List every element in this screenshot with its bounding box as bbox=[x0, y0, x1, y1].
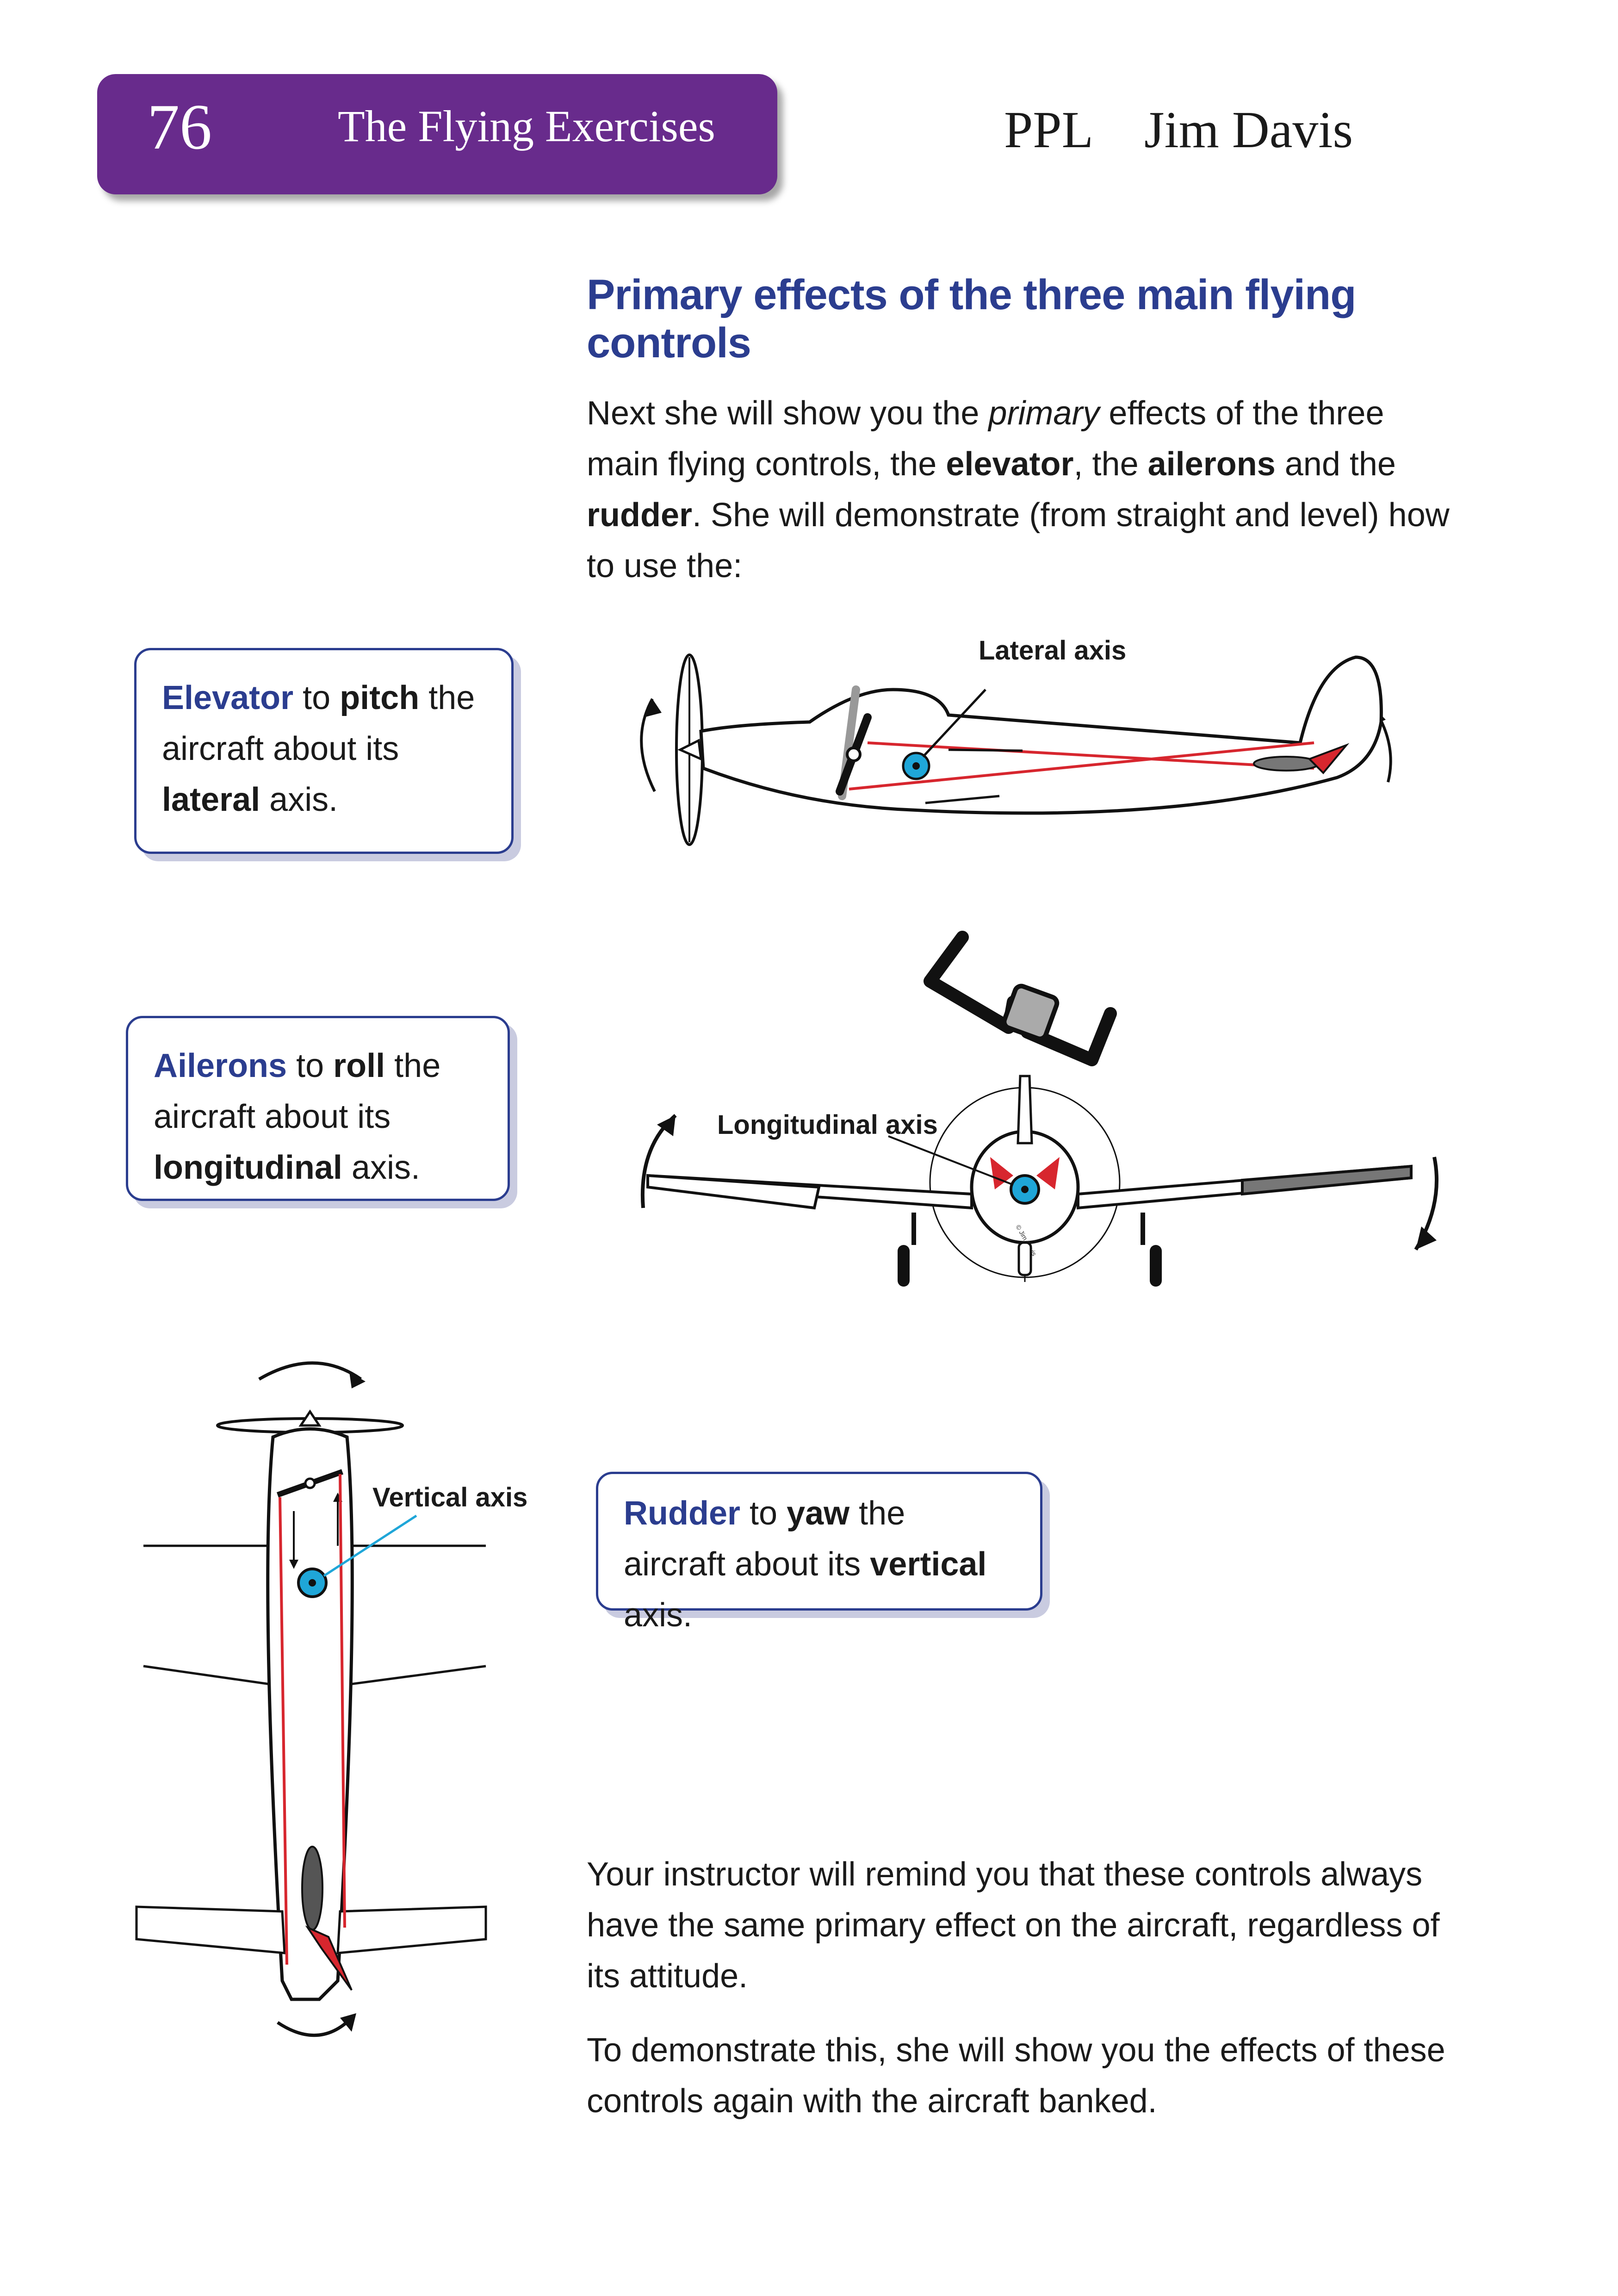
tailplane bbox=[135, 1905, 286, 1954]
lateral-axis-leader bbox=[922, 689, 986, 758]
term-rudder: rudder bbox=[587, 497, 693, 534]
wing-trailing-edge-right bbox=[347, 1665, 486, 1686]
roll-arrowhead-right bbox=[1416, 1226, 1437, 1250]
lateral-axis-label: Lateral axis bbox=[979, 635, 1126, 666]
cowling-red-left bbox=[990, 1157, 1013, 1189]
control-cable-upper bbox=[867, 741, 1314, 770]
rudder-cable-left bbox=[279, 1497, 288, 1965]
text-run: , the bbox=[1073, 446, 1148, 483]
axis-center-dot bbox=[912, 762, 920, 770]
rudder-surface bbox=[305, 1925, 353, 1991]
yaw-arrow-bottom bbox=[277, 2016, 353, 2037]
axis-word: longitudinal bbox=[154, 1149, 342, 1186]
text-run: the aircraft about its bbox=[162, 679, 475, 767]
closing-paragraph-2: To demonstrate this, she will show you t… bbox=[587, 2032, 1445, 2120]
left-wheel bbox=[898, 1245, 910, 1287]
top-view-aircraft-diagram: Vertical axis bbox=[135, 1361, 527, 2037]
roll-arrowhead-left bbox=[657, 1115, 676, 1136]
fuselage-outline bbox=[699, 655, 1383, 815]
pivot-icon bbox=[846, 747, 862, 762]
elevator-callout: Elevator to pitch the aircraft about its… bbox=[134, 648, 514, 854]
chapter-header-tab: 76 The Flying Exercises bbox=[97, 74, 777, 194]
text-run: to bbox=[293, 679, 340, 716]
right-wheel bbox=[1150, 1245, 1162, 1287]
pedal-arrowhead-down bbox=[289, 1560, 298, 1569]
spinner bbox=[677, 739, 703, 761]
text-run: effects of the three main flying control… bbox=[587, 395, 1384, 483]
rudder-cable-right bbox=[339, 1474, 346, 1928]
text-run: and the bbox=[1275, 446, 1396, 483]
text-run: axis. bbox=[260, 781, 338, 818]
axis-center-dot bbox=[1021, 1186, 1029, 1193]
chapter-title: The Flying Exercises bbox=[338, 101, 715, 151]
action-word: pitch bbox=[340, 679, 420, 716]
yaw-arrowhead-top bbox=[349, 1372, 366, 1388]
pitch-arrow-left bbox=[640, 698, 656, 792]
yaw-arrow-top bbox=[258, 1361, 362, 1381]
closing-paragraph-1: Your instructor will remind you that the… bbox=[587, 1856, 1440, 1995]
spinner bbox=[298, 1409, 322, 1427]
control-cable-lower bbox=[849, 741, 1314, 790]
elevator-surface bbox=[1308, 743, 1350, 774]
page-number: 76 bbox=[147, 91, 212, 163]
vertical-axis-label: Vertical axis bbox=[372, 1482, 527, 1512]
left-aileron bbox=[646, 1174, 821, 1210]
action-word: yaw bbox=[787, 1495, 850, 1532]
text-run: . She will demonstrate (from straight an… bbox=[587, 497, 1450, 585]
text-run: to bbox=[287, 1047, 334, 1084]
series-name: PPL bbox=[1004, 101, 1093, 159]
control-name: Rudder bbox=[624, 1495, 740, 1532]
pitch-arrowhead-left bbox=[644, 699, 662, 717]
cable-motion-arrow bbox=[948, 748, 1023, 752]
action-word: roll bbox=[333, 1047, 385, 1084]
yaw-arrowhead-bottom bbox=[340, 2013, 356, 2032]
text-run: axis. bbox=[624, 1597, 693, 1634]
intro-paragraph: Next she will show you the primary effec… bbox=[587, 388, 1457, 591]
tailplane-right bbox=[336, 1905, 487, 1954]
cable-motion-arrow bbox=[925, 795, 1000, 804]
text-run: to bbox=[740, 1495, 787, 1532]
axis-word: lateral bbox=[162, 781, 260, 818]
section-heading: Primary effects of the three main flying… bbox=[587, 271, 1356, 367]
emphasis-primary: primary bbox=[988, 395, 1100, 432]
fin bbox=[1017, 1075, 1033, 1145]
text-run: the aircraft about its bbox=[154, 1047, 441, 1135]
nose-wheel bbox=[1017, 1241, 1032, 1276]
axis-word: vertical bbox=[870, 1546, 987, 1583]
rudder-callout: Rudder to yaw the aircraft about its ver… bbox=[596, 1472, 1042, 1634]
ailerons-callout: Ailerons to roll the aircraft about its … bbox=[126, 1016, 510, 1201]
text-run: the aircraft about its bbox=[624, 1495, 905, 1583]
vertical-axis-leader bbox=[323, 1514, 417, 1577]
text-run: Next she will show you the bbox=[587, 395, 989, 432]
front-view-aircraft-diagram: Longitudinal axis © Jim Davis bbox=[640, 931, 1438, 1287]
longitudinal-axis-leader bbox=[888, 1135, 1014, 1186]
right-aileron bbox=[1241, 1164, 1413, 1196]
yoke-hub bbox=[1002, 983, 1060, 1041]
term-ailerons: ailerons bbox=[1147, 446, 1276, 483]
pedal-pivot-icon bbox=[304, 1477, 316, 1489]
axis-center-dot bbox=[309, 1579, 316, 1587]
term-elevator: elevator bbox=[946, 446, 1074, 483]
control-name: Elevator bbox=[162, 679, 294, 716]
control-name: Ailerons bbox=[154, 1047, 287, 1084]
text-run: axis. bbox=[342, 1149, 420, 1186]
fin-top-view bbox=[301, 1846, 323, 1931]
side-view-aircraft-diagram: Lateral axis bbox=[640, 635, 1392, 846]
cowling-red-right bbox=[1036, 1157, 1060, 1189]
running-header: PPL Jim Davis bbox=[1004, 104, 1353, 156]
longitudinal-axis-label: Longitudinal axis bbox=[717, 1110, 938, 1140]
wing-trailing-edge-left bbox=[143, 1665, 273, 1686]
author-name: Jim Davis bbox=[1144, 101, 1353, 159]
